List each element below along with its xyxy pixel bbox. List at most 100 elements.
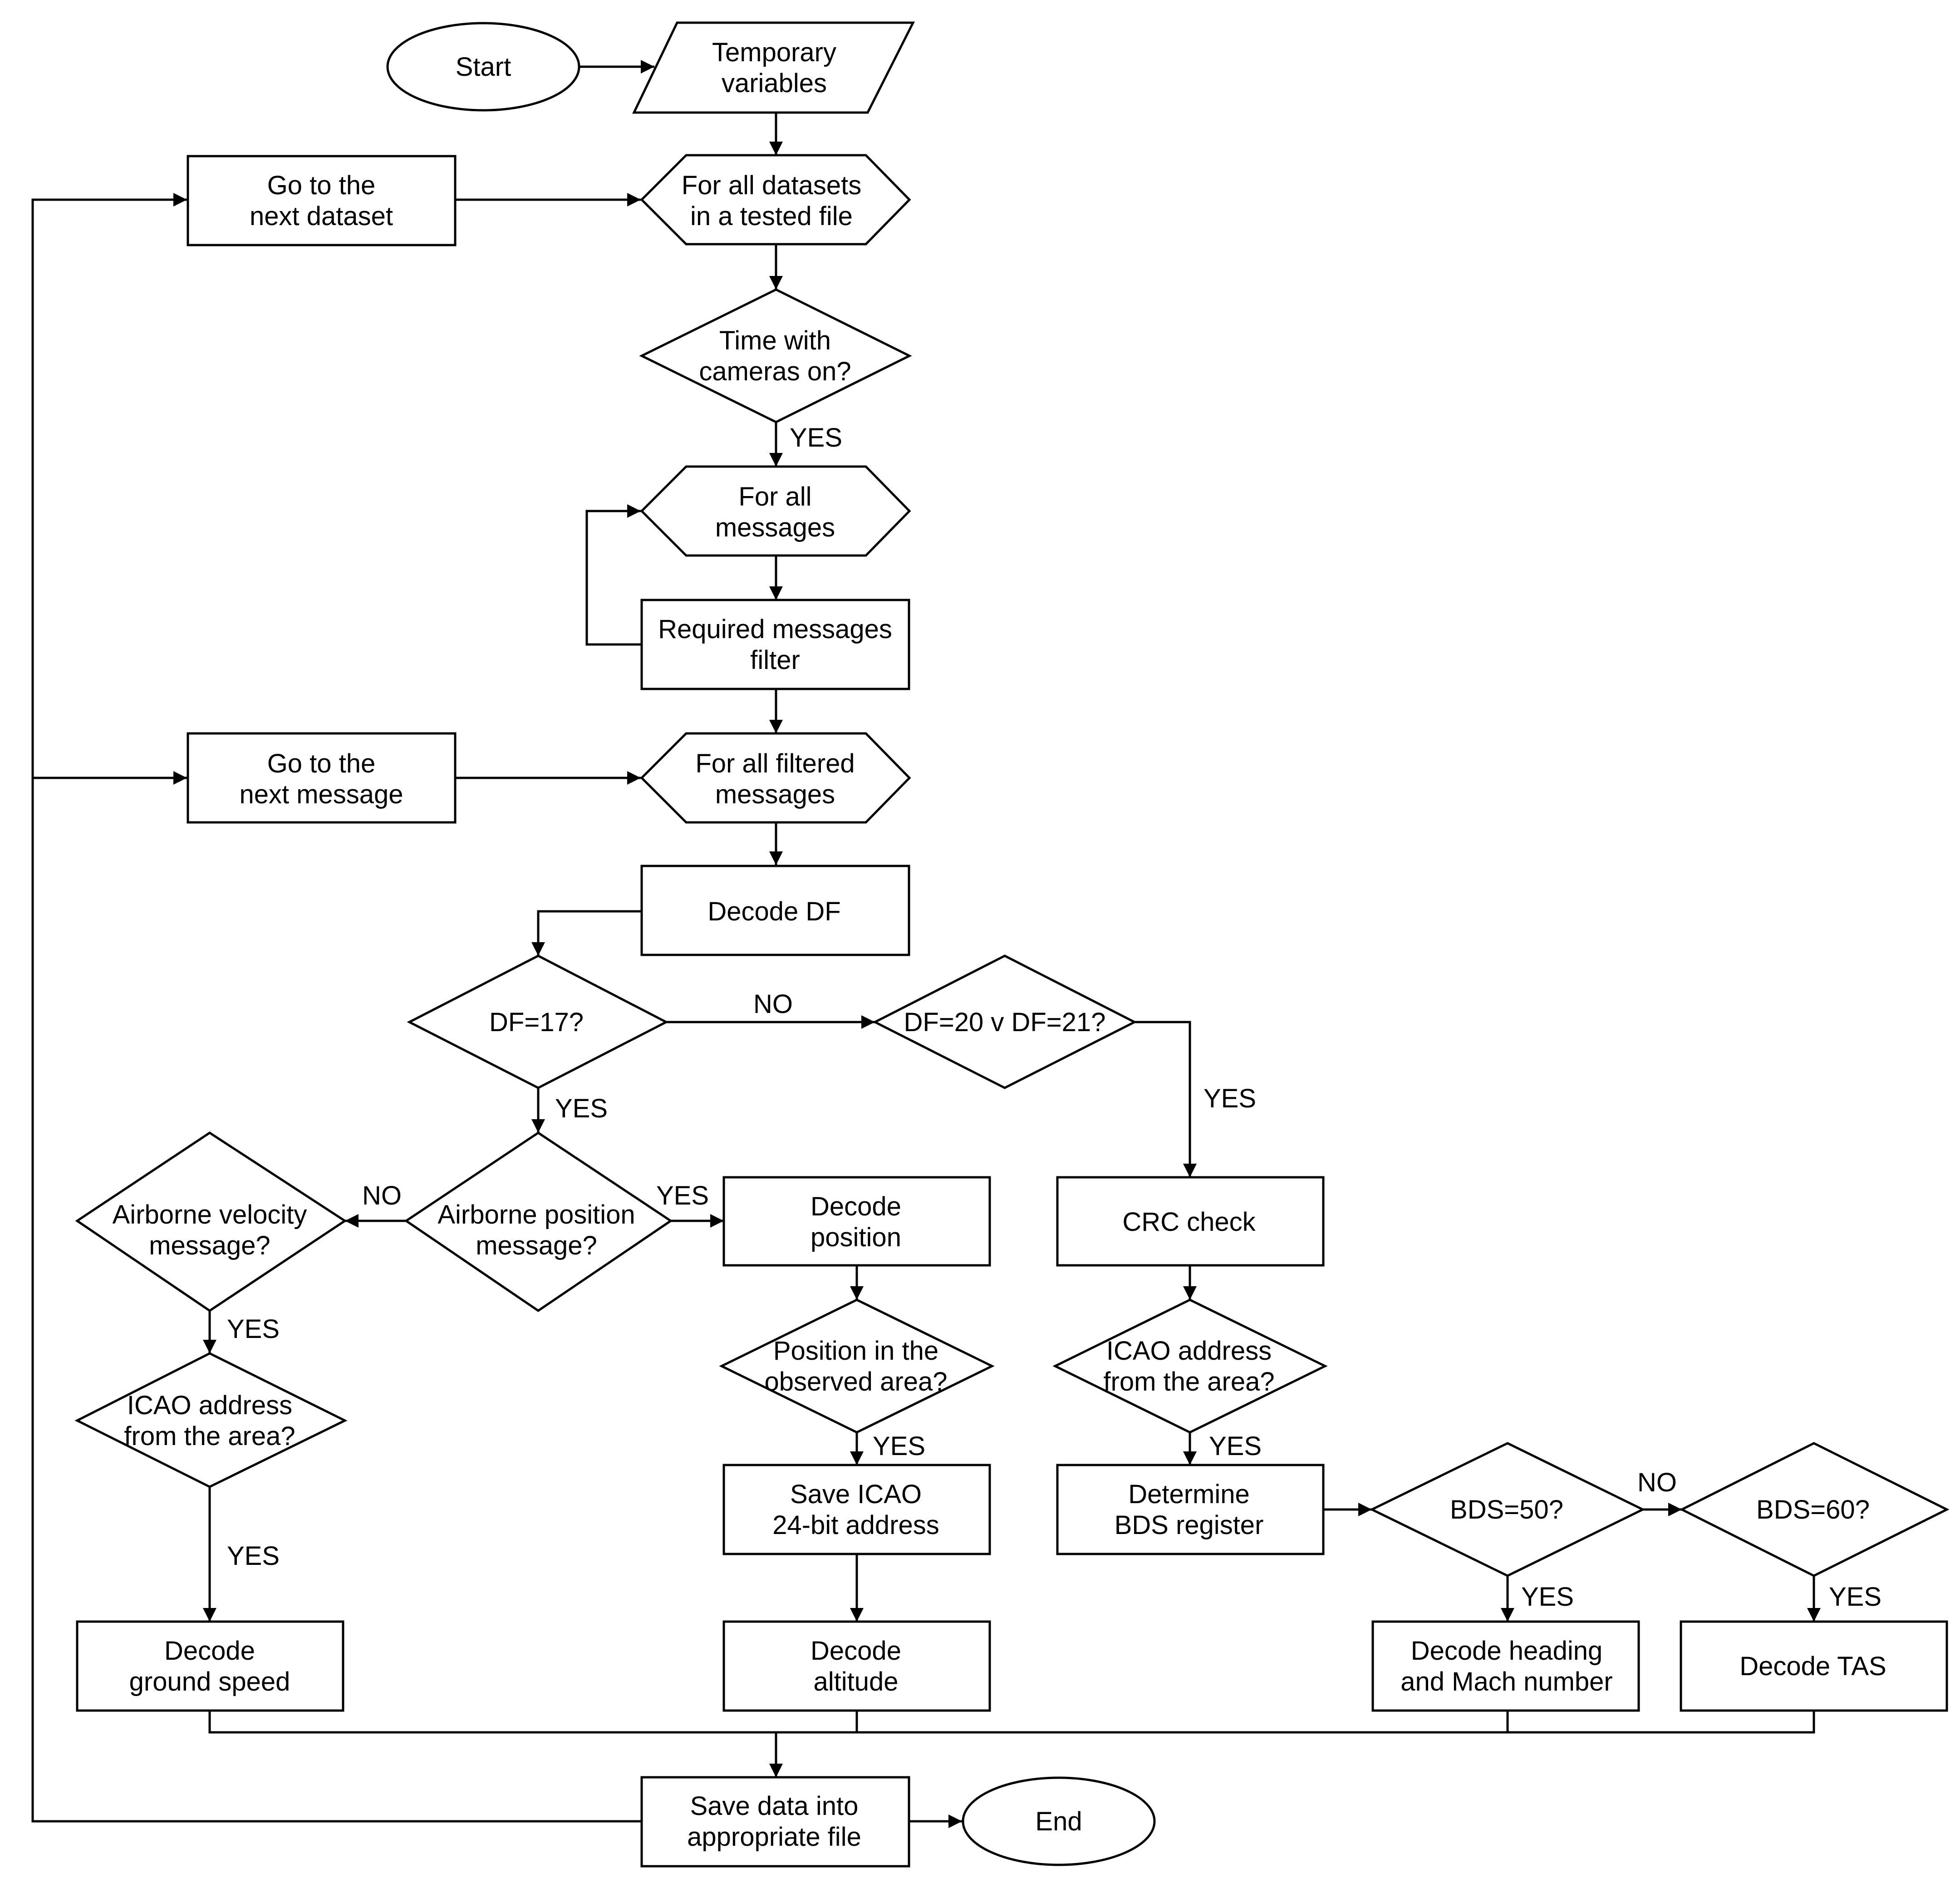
icao-right-diamond (1052, 1298, 1328, 1434)
decode-pos-line-2: position (811, 1223, 901, 1252)
edge-reqfilter-loopback (585, 504, 641, 646)
end-terminal (962, 1776, 1156, 1866)
crc-label: CRC check (1122, 1207, 1256, 1237)
edge-decodedf-df17 (531, 910, 641, 956)
df17-diamond (407, 954, 669, 1089)
heading-mach-line-1: Decode heading (1411, 1636, 1602, 1666)
for-messages-line-2: messages (715, 513, 835, 542)
df17-label: DF=17? (489, 1008, 584, 1037)
connectors (31, 60, 1821, 1828)
bds-reg-box (1056, 1464, 1325, 1555)
crc-box (1056, 1176, 1325, 1267)
airborne-vel-line-2: message? (149, 1231, 270, 1260)
bds60-diamond (1679, 1442, 1950, 1577)
for-datasets-line-2: in a tested file (690, 202, 853, 231)
pos-observed-line-1: Position in the (773, 1336, 938, 1366)
start-terminal (386, 22, 580, 112)
bds-reg-line-1: Determine (1128, 1480, 1250, 1509)
edge-label-yes-airbornevel: YES (227, 1314, 280, 1344)
edge-label-yes-posobserved: YES (873, 1431, 925, 1461)
pos-observed-line-2: observed area? (764, 1367, 947, 1396)
for-messages-hex (640, 465, 911, 557)
airborne-pos-line-1: Airborne position (437, 1200, 635, 1229)
altitude-line-2: altitude (813, 1667, 898, 1696)
save-icao-line-1: Save ICAO (790, 1480, 922, 1509)
for-filtered-hex (640, 732, 911, 824)
temp-vars-line-2: variables (722, 69, 827, 98)
heading-mach-box (1371, 1620, 1640, 1712)
decode-pos-line-1: Decode (811, 1192, 901, 1221)
save-data-box (640, 1776, 910, 1868)
df20-21-line-1: DF=20 v DF=21? (904, 1008, 1106, 1037)
req-filter-line-1: Required messages (658, 615, 892, 644)
next-message-line-2: next message (239, 780, 403, 809)
ground-speed-line-2: ground speed (129, 1667, 290, 1696)
edge-label-yes-bds50: YES (1521, 1582, 1574, 1612)
edge-merge-bus (208, 1711, 1815, 1734)
airborne-vel-line-1: Airborne velocity (113, 1200, 307, 1229)
edge-label-yes-icaoright: YES (1209, 1431, 1262, 1461)
tas-label: Decode TAS (1739, 1652, 1886, 1681)
tas-line-1: Decode TAS (1739, 1652, 1886, 1681)
bds50-diamond (1369, 1442, 1646, 1577)
tas-box (1680, 1620, 1948, 1712)
ground-speed-box (76, 1620, 344, 1712)
edge-label-yes-df17: YES (555, 1094, 608, 1123)
decode-pos-box (722, 1176, 991, 1267)
for-messages-line-1: For all (738, 482, 811, 511)
pos-observed-diamond (719, 1298, 995, 1434)
start-line-1: Start (456, 52, 511, 82)
airborne-pos-line-2: message? (476, 1231, 597, 1260)
end-label: End (1035, 1807, 1082, 1836)
icao-left-diamond (74, 1352, 348, 1488)
next-dataset-line-2: next dataset (250, 202, 393, 231)
bds-reg-line-2: BDS register (1115, 1510, 1264, 1540)
for-datasets-hex (640, 154, 911, 246)
time-cameras-diamond (639, 288, 912, 423)
edge-label-yes-icaoleft: YES (227, 1541, 280, 1571)
next-dataset-box (187, 155, 457, 246)
save-icao-box (722, 1464, 991, 1555)
airborne-vel-diamond (75, 1131, 347, 1313)
edge-savedata-loop-nextdataset (31, 193, 641, 1823)
save-data-line-2: appropriate file (687, 1822, 861, 1852)
crc-line-1: CRC check (1122, 1207, 1256, 1237)
icao-left-line-1: ICAO address (127, 1391, 292, 1420)
edge-label-yes-bds60: YES (1829, 1582, 1881, 1612)
time-cameras-line-1: Time with (719, 326, 831, 355)
for-filtered-line-2: messages (715, 780, 835, 809)
altitude-box (722, 1620, 991, 1712)
icao-right-line-2: from the area? (1103, 1367, 1274, 1396)
bds50-label: BDS=50? (1450, 1495, 1563, 1524)
decode-df-label: Decode DF (707, 897, 840, 926)
bds60-label: BDS=60? (1756, 1495, 1870, 1524)
edge-label-yes-df2021: YES (1204, 1084, 1256, 1113)
shapes (74, 21, 1950, 1868)
altitude-line-1: Decode (811, 1636, 901, 1666)
temp-vars-line-1: Temporary (712, 38, 836, 67)
for-filtered-line-1: For all filtered (695, 749, 855, 778)
edge-label-no-bds50: NO (1637, 1468, 1677, 1497)
start-label: Start (456, 52, 511, 82)
icao-left-line-2: from the area? (124, 1421, 295, 1451)
edge-label-yes-airbornepos: YES (656, 1181, 709, 1210)
next-dataset-line-1: Go to the (267, 171, 376, 200)
edge-df2021-crc (1135, 1021, 1197, 1177)
